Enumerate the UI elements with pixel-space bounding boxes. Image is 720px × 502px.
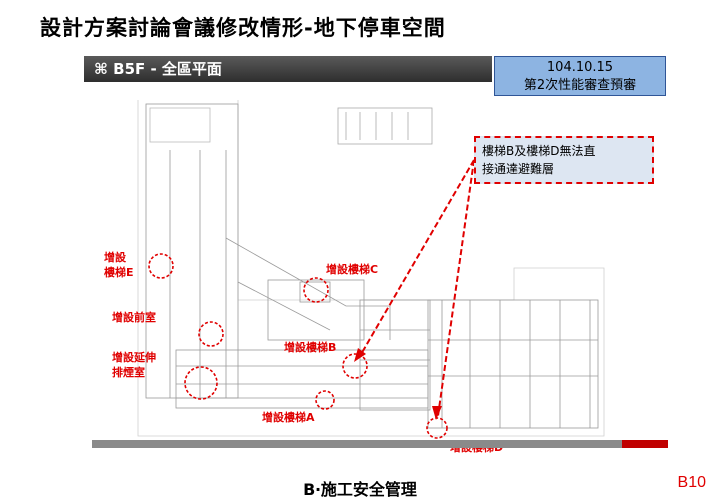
callout-note-box: 樓梯B及樓梯D無法直 接通達避難層: [474, 136, 654, 184]
page-title: 設計方案討論會議修改情形-地下停車空間: [40, 16, 446, 40]
label-stair-e-line1: 增設: [104, 251, 126, 264]
label-smoke-room-line2: 排煙室: [112, 366, 145, 379]
callout-note-line2: 接通達避難層: [482, 162, 555, 176]
review-session: 第2次性能審查預審: [523, 78, 637, 93]
section-subtitle-bar: ⌘ B5F - 全區平面: [84, 56, 492, 82]
label-front-room: 增設前室: [112, 311, 156, 324]
footer-section-title: B‧施工安全管理: [303, 480, 417, 499]
bottom-divider-red: [622, 440, 668, 448]
label-stair-e-line2: 樓梯E: [104, 266, 134, 279]
label-stair-b: 增設樓梯B: [284, 341, 337, 354]
label-smoke-room-line1: 增設延伸: [112, 351, 156, 364]
callout-note-line1: 樓梯B及樓梯D無法直: [482, 144, 596, 158]
page-number: B10: [677, 474, 706, 491]
review-date-box: 104.10.15 第2次性能審查預審: [494, 56, 666, 96]
review-date: 104.10.15: [546, 60, 614, 75]
bottom-divider-gray: [92, 440, 622, 448]
label-stair-a: 增設樓梯A: [262, 411, 315, 424]
label-stair-c: 增設樓梯C: [326, 263, 379, 276]
